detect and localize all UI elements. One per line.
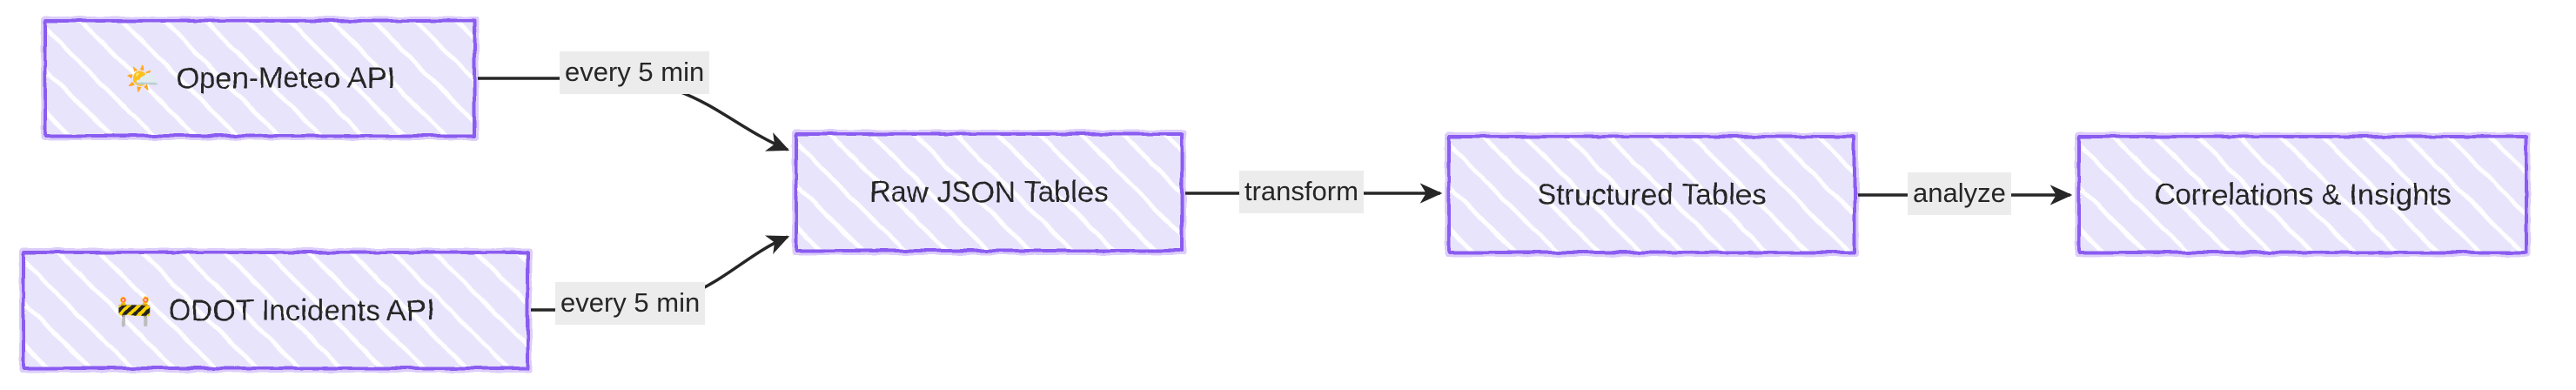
- node-odot-incidents-api[interactable]: 🚧 ODOT Incidents API: [19, 248, 532, 373]
- node-correlations-and-insights[interactable]: Correlations & Insights: [2075, 132, 2531, 257]
- node-label-odot-incidents-api: ODOT Incidents API: [168, 293, 434, 327]
- node-label-correlations-and-insights: Correlations & Insights: [2153, 178, 2452, 212]
- edge-label-raw-json-to-structured: transform: [1239, 171, 1364, 213]
- node-label-open-meteo-api: Open-Meteo API: [176, 62, 395, 95]
- edge-label-structured-to-insights: analyze: [1908, 172, 2011, 215]
- edge-label-open-meteo-to-raw-json: every 5 min: [560, 51, 710, 94]
- node-label-raw-json-tables: Raw JSON Tables: [869, 176, 1110, 209]
- node-label-structured-tables: Structured Tables: [1537, 178, 1767, 212]
- construction-barrier-icon: 🚧: [117, 294, 153, 326]
- edge-label-odot-to-raw-json: every 5 min: [555, 282, 706, 325]
- sun-behind-cloud-icon: 🌤️: [124, 62, 161, 95]
- node-structured-tables[interactable]: Structured Tables: [1445, 132, 1859, 257]
